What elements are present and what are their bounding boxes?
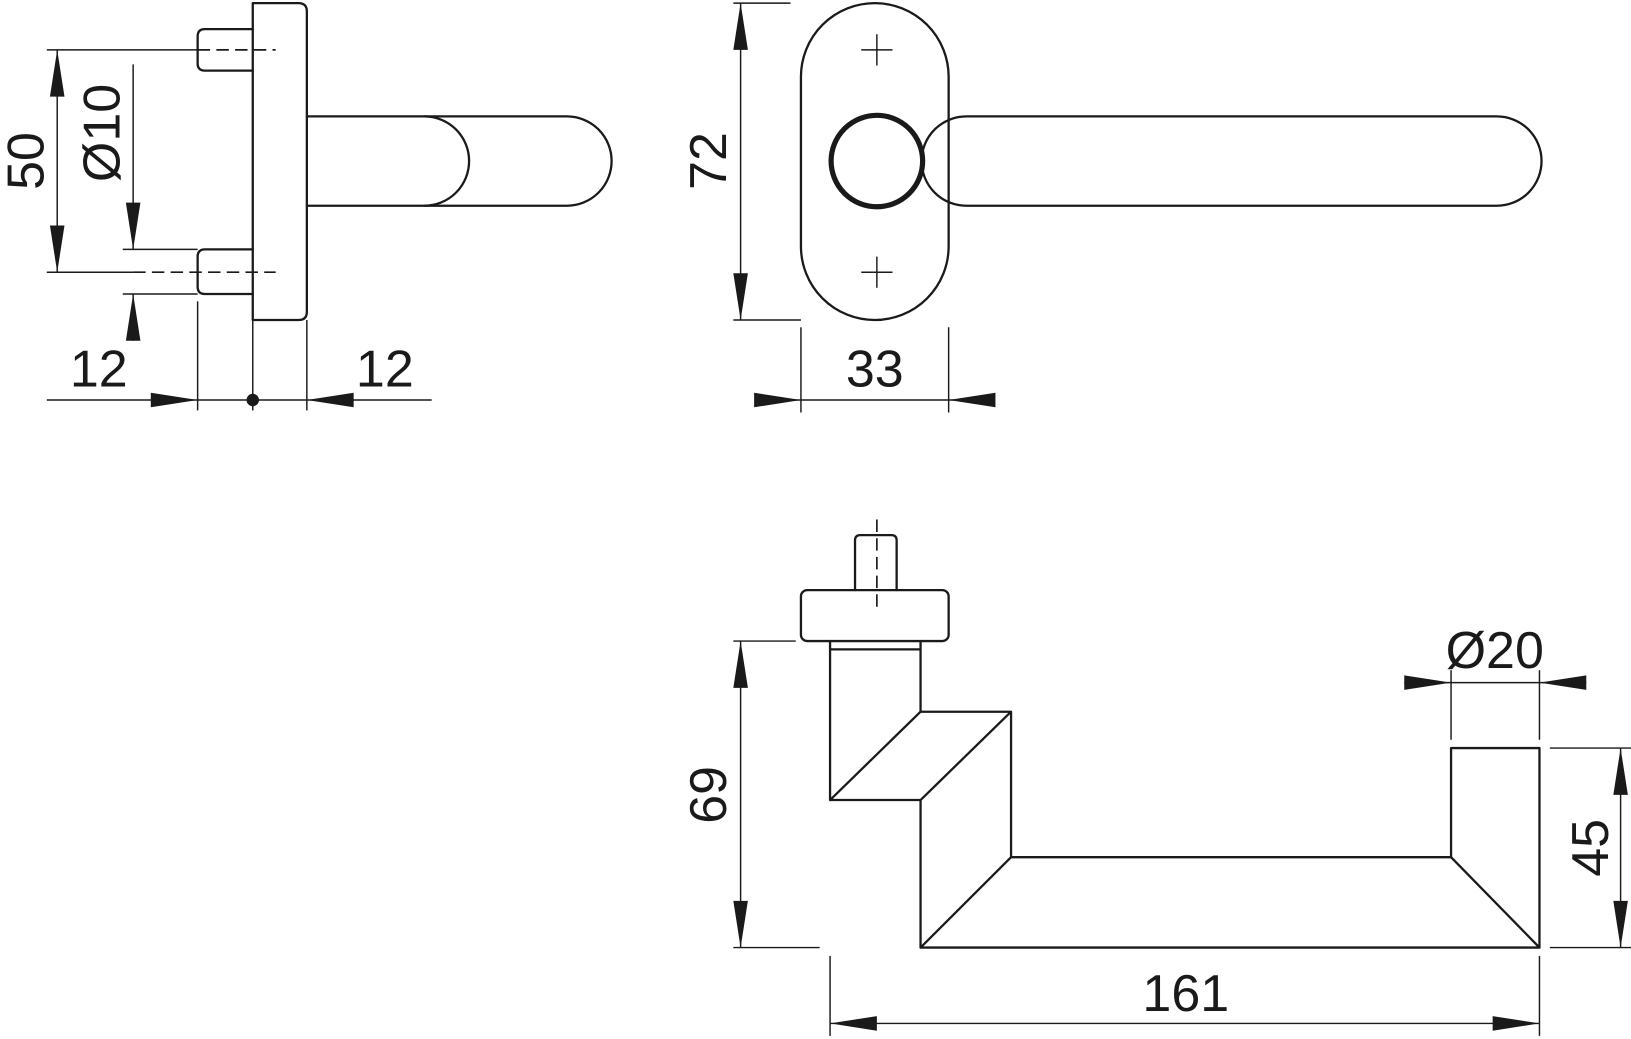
dimension-label: 12: [356, 341, 414, 399]
arrow: [1613, 748, 1628, 795]
dimension-label: 50: [0, 132, 56, 190]
dimension-label: 72: [680, 132, 738, 190]
arrow: [125, 294, 141, 341]
front-view: 72 33: [680, 1, 1543, 413]
side-view: 50 Ø10 12 12: [0, 1, 613, 411]
dimension-161: 161: [829, 955, 1541, 1036]
rose-plate: [251, 1, 308, 322]
dimension-33: 33: [754, 327, 996, 413]
dimension-label: 45: [1562, 819, 1620, 877]
arrow: [754, 392, 801, 408]
dimension-diameter-20: Ø20: [1404, 622, 1587, 740]
arrow: [49, 49, 65, 97]
arrow: [49, 225, 65, 273]
spindle: [853, 533, 898, 592]
arrow: [830, 1016, 877, 1031]
dimension-69: 69: [680, 640, 820, 949]
dimension-50: 50: [0, 49, 198, 273]
arrow: [1404, 675, 1452, 690]
dimension-label: 12: [70, 341, 128, 399]
dimension-12-12: 12 12: [46, 301, 432, 411]
dimension-label: Ø10: [74, 84, 132, 182]
screw-bottom: [196, 248, 254, 296]
arrow: [733, 900, 748, 948]
rose: [799, 589, 950, 643]
handle-bend: [423, 115, 471, 207]
lever-outline: [828, 639, 1541, 949]
arrow: [1492, 1016, 1540, 1031]
arrow: [125, 202, 141, 250]
rosette-ring: [828, 112, 926, 210]
arrow: [733, 273, 748, 321]
arrow: [948, 392, 996, 408]
handle-arm: [305, 115, 613, 207]
dimension-45: 45: [1549, 747, 1631, 949]
arrow: [1539, 675, 1587, 690]
top-view: 69 Ø20 45 161: [680, 519, 1631, 1036]
dimension-label: 69: [680, 766, 738, 824]
center-dot: [246, 393, 260, 407]
plus-marks: [861, 34, 893, 288]
arrow: [733, 641, 748, 688]
dimension-72: 72: [680, 2, 801, 321]
handle-lever: [920, 115, 1543, 207]
dimension-label: 33: [846, 341, 904, 399]
dimension-label: Ø20: [1446, 622, 1544, 680]
oval-rose: [799, 1, 950, 322]
arrow: [1613, 900, 1628, 948]
arrow: [150, 392, 198, 408]
dimension-label: 161: [1142, 965, 1229, 1023]
arrow: [306, 392, 354, 408]
dimension-diameter-10: Ø10: [74, 64, 198, 341]
arrow: [733, 3, 748, 50]
